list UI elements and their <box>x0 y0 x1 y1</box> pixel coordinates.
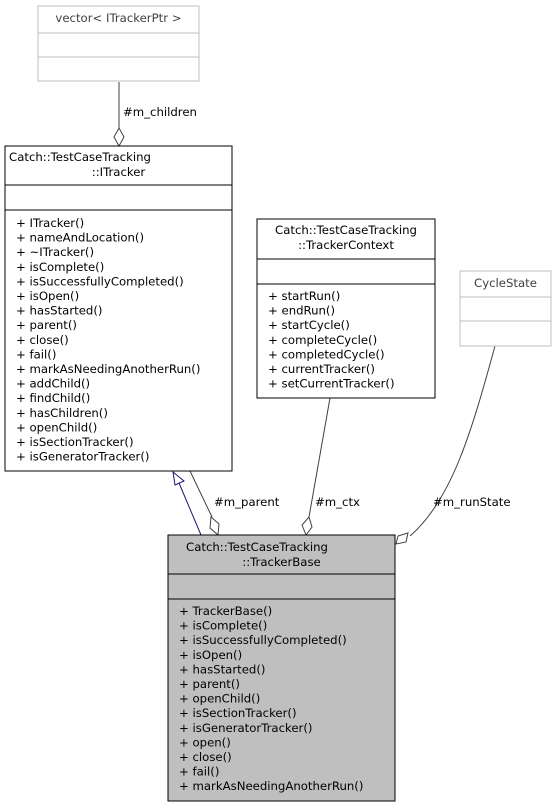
method-item: + hasStarted() <box>16 304 102 318</box>
method-list: + startRun()+ endRun()+ startCycle()+ co… <box>268 289 395 391</box>
edge-m-children-diamond <box>113 126 125 148</box>
method-item: + isGeneratorTracker() <box>179 721 312 735</box>
method-item: + isOpen() <box>16 289 79 303</box>
method-item: + addChild() <box>16 377 90 391</box>
method-item: + ~ITracker() <box>16 245 94 259</box>
class-tracker-base: Catch::TestCaseTracking ::TrackerBase + … <box>167 534 396 802</box>
method-item: + nameAndLocation() <box>16 231 144 245</box>
method-list: + TrackerBase()+ isComplete()+ isSuccess… <box>179 604 363 793</box>
method-item: + fail() <box>16 347 56 361</box>
method-item: + parent() <box>179 677 240 691</box>
method-item: + startRun() <box>268 289 340 303</box>
method-item: + fail() <box>179 765 219 779</box>
class-title: Catch::TestCaseTracking <box>186 540 328 554</box>
class-title: Catch::TestCaseTracking <box>9 150 151 164</box>
class-title: ::ITracker <box>92 165 146 179</box>
method-item: + TrackerBase() <box>179 604 272 618</box>
method-item: + ITracker() <box>16 216 84 230</box>
edge-m-run-state-diamond <box>395 532 409 545</box>
method-item: + completedCycle() <box>268 347 385 361</box>
method-item: + close() <box>16 333 69 347</box>
class-title: Catch::TestCaseTracking <box>275 223 417 237</box>
class-tracker-context: Catch::TestCaseTracking ::TrackerContext… <box>256 218 436 399</box>
method-item: + isComplete() <box>16 260 104 274</box>
method-item: + openChild() <box>16 420 97 434</box>
edge-m-parent-diamond <box>209 515 220 537</box>
method-item: + startCycle() <box>268 318 350 332</box>
edge-label-m-children: #m_children <box>123 105 197 119</box>
method-item: + close() <box>179 750 232 764</box>
class-title: CycleState <box>474 276 537 290</box>
method-item: + openChild() <box>179 692 260 706</box>
method-list: + ITracker()+ nameAndLocation()+ ~ITrack… <box>16 216 200 464</box>
method-item: + isComplete() <box>179 619 267 633</box>
method-item: + currentTracker() <box>268 362 375 376</box>
edge-m-parent <box>189 470 213 518</box>
method-item: + setCurrentTracker() <box>268 377 395 391</box>
edge-inheritance-arrowhead <box>172 470 185 486</box>
method-item: + isSuccessfullyCompleted() <box>179 633 347 647</box>
method-item: + markAsNeedingAnotherRun() <box>179 779 363 793</box>
edge-m-ctx-diamond <box>301 515 313 537</box>
method-item: + hasChildren() <box>16 406 108 420</box>
class-vector-itrackerptr: vector< ITrackerPtr > <box>37 5 200 82</box>
class-title: vector< ITrackerPtr > <box>55 11 181 25</box>
method-item: + isSectionTracker() <box>179 706 297 720</box>
class-itracker: Catch::TestCaseTracking ::ITracker + ITr… <box>4 145 233 472</box>
method-item: + hasStarted() <box>179 662 265 676</box>
method-item: + isOpen() <box>179 648 242 662</box>
method-item: + open() <box>179 735 231 749</box>
method-item: + isSuccessfullyCompleted() <box>16 274 184 288</box>
method-item: + findChild() <box>16 391 90 405</box>
method-item: + markAsNeedingAnotherRun() <box>16 362 200 376</box>
method-item: + isSectionTracker() <box>16 435 134 449</box>
method-item: + endRun() <box>268 304 335 318</box>
edge-label-m-run-state: #m_runState <box>433 495 511 509</box>
method-item: + completeCycle() <box>268 333 377 347</box>
edge-label-m-ctx: #m_ctx <box>315 495 360 509</box>
edge-m-run-state <box>409 345 496 537</box>
edge-m-ctx <box>308 397 331 518</box>
method-item: + parent() <box>16 318 77 332</box>
edge-label-m-parent: #m_parent <box>214 495 280 509</box>
class-cycle-state: CycleState <box>459 270 552 347</box>
edge-inheritance <box>178 482 202 536</box>
class-title: ::TrackerBase <box>242 555 321 569</box>
method-item: + isGeneratorTracker() <box>16 450 149 464</box>
class-title: ::TrackerContext <box>298 238 394 252</box>
